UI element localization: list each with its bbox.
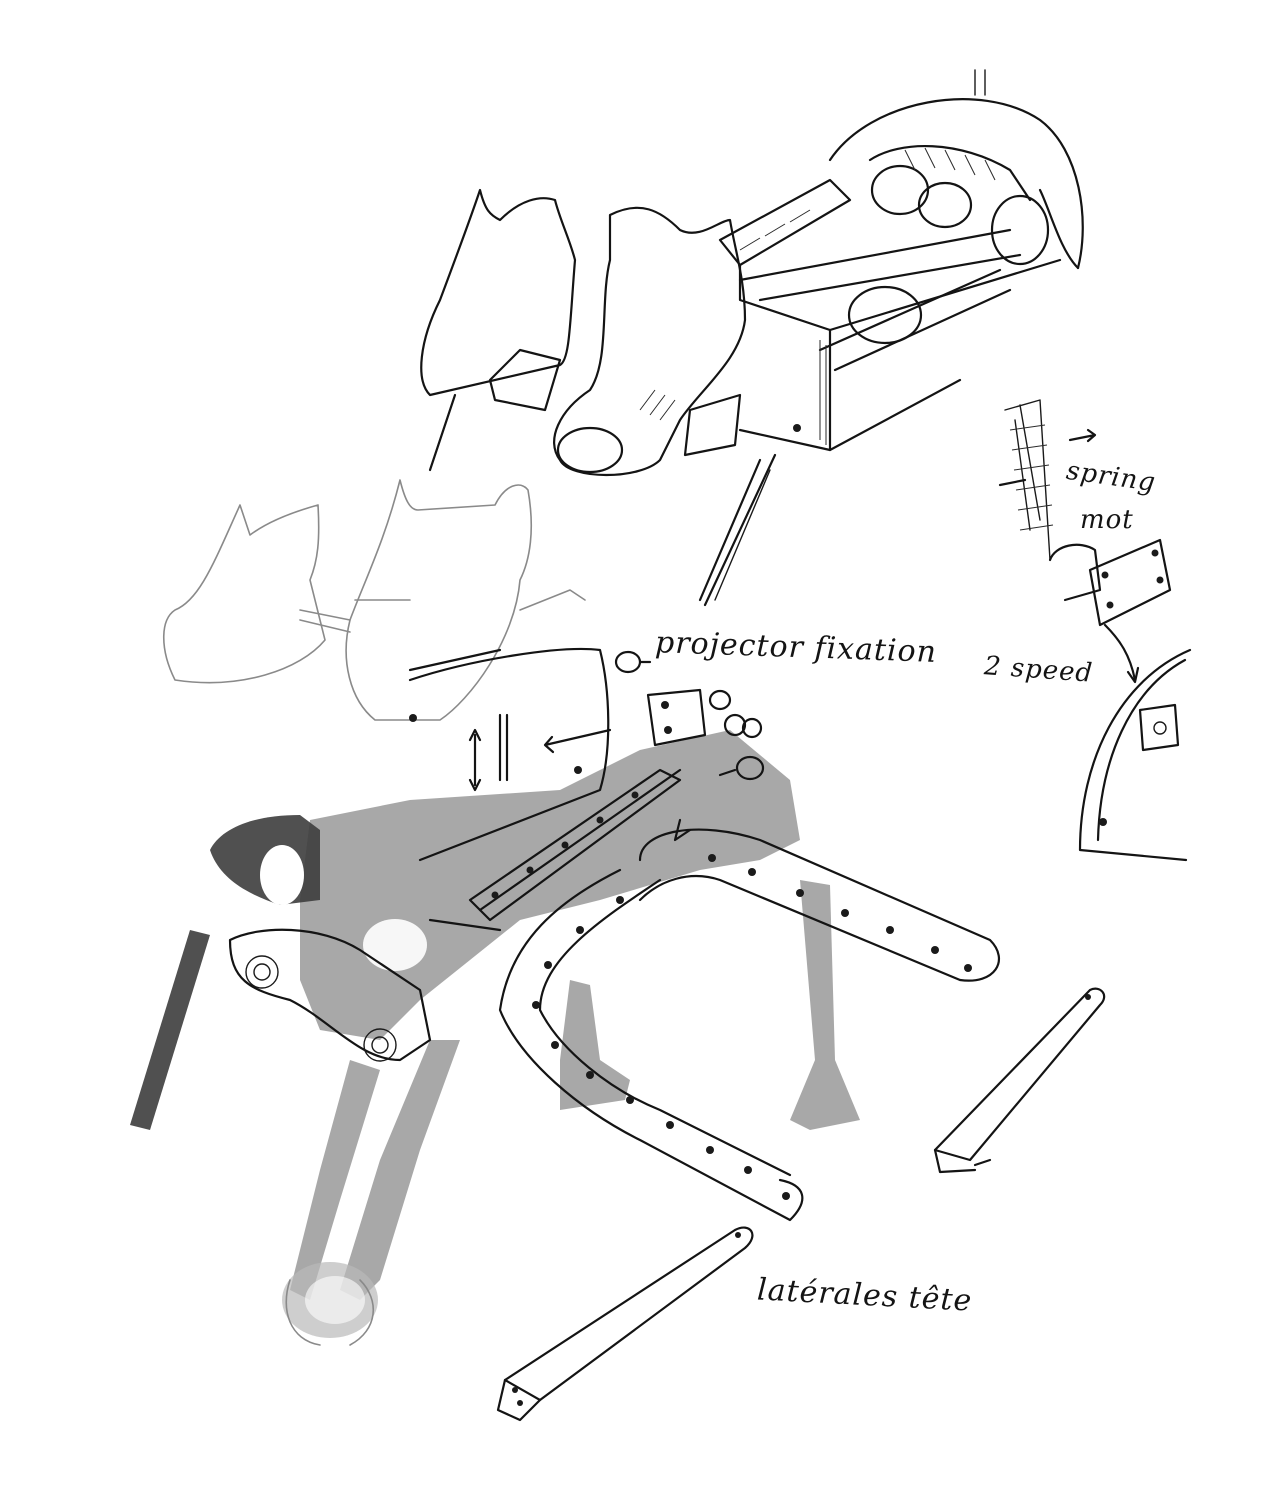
gear-icon	[363, 1028, 397, 1062]
annotation-mot: mot	[1080, 505, 1134, 535]
photo-collage-base	[130, 730, 860, 1346]
screw-icon	[614, 650, 652, 674]
pencil-horse-heads	[162, 479, 586, 721]
gear-icon	[245, 955, 279, 989]
lateral-strap-upper	[933, 987, 1106, 1174]
hinge-and-bracket	[428, 768, 1001, 1222]
projector-plate	[408, 647, 765, 862]
spring-motor	[998, 399, 1192, 862]
screw-icon	[718, 755, 765, 781]
lateral-strap-lower	[496, 1226, 754, 1422]
assembled-head-frame	[420, 69, 1084, 607]
